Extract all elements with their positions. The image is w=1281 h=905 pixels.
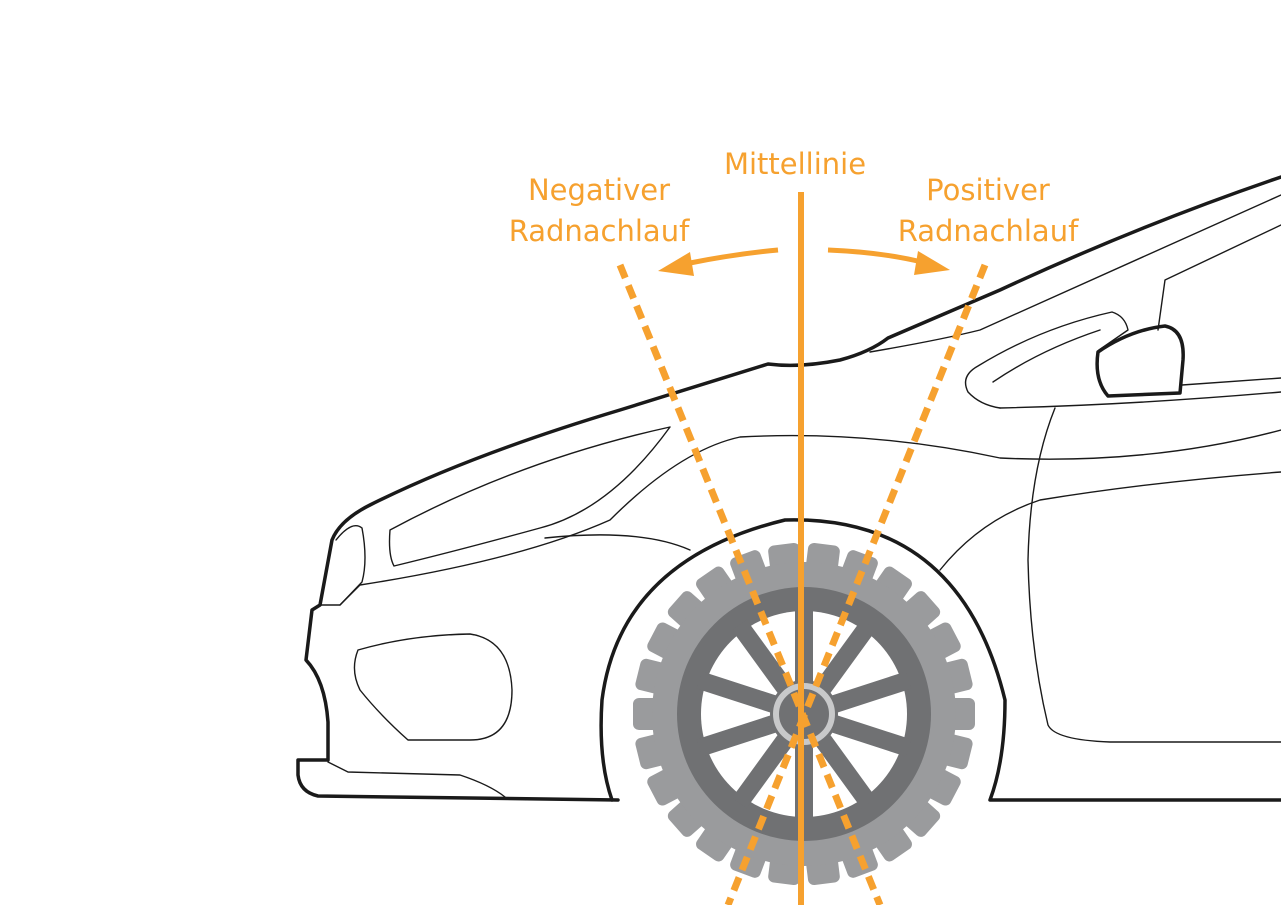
wheel-arch bbox=[599, 518, 1281, 802]
headlight-frame bbox=[319, 525, 366, 606]
spoke bbox=[732, 724, 800, 809]
negative-arrow bbox=[658, 247, 779, 276]
bumper-lip bbox=[327, 761, 506, 798]
car-details bbox=[319, 194, 1281, 798]
fender-line bbox=[544, 534, 691, 551]
spoke bbox=[732, 619, 800, 704]
bumper-line bbox=[339, 429, 1281, 606]
windshield-lines bbox=[869, 194, 1281, 353]
spoke bbox=[808, 619, 876, 704]
positive-caster-line bbox=[724, 263, 989, 905]
window-sill bbox=[999, 377, 1281, 409]
arrow-head-right bbox=[914, 251, 950, 275]
car-silhouette bbox=[296, 175, 1281, 802]
fog-lamp bbox=[353, 633, 513, 741]
headlight bbox=[388, 426, 671, 567]
positive-caster-label-line2: Radnachlauf bbox=[898, 214, 1079, 248]
spoke bbox=[820, 711, 912, 757]
side-mirror bbox=[1095, 324, 1185, 398]
negative-caster-label-line2: Radnachlauf bbox=[509, 214, 690, 248]
door-line bbox=[939, 471, 1281, 571]
spoke bbox=[820, 671, 912, 717]
positive-arrow bbox=[827, 247, 950, 275]
car-body bbox=[296, 175, 1281, 802]
negative-caster-label-line1: Negativer bbox=[528, 173, 670, 207]
spoke bbox=[696, 671, 788, 717]
negative-caster-line bbox=[616, 263, 884, 905]
spoke bbox=[696, 711, 788, 757]
arrow-head-left bbox=[658, 252, 694, 276]
window-frame bbox=[964, 311, 1129, 409]
door-edge bbox=[1027, 407, 1281, 743]
centerline-label: Mittellinie bbox=[724, 147, 866, 181]
positive-caster-label-line1: Positiver bbox=[926, 173, 1050, 207]
spoke bbox=[808, 724, 876, 809]
